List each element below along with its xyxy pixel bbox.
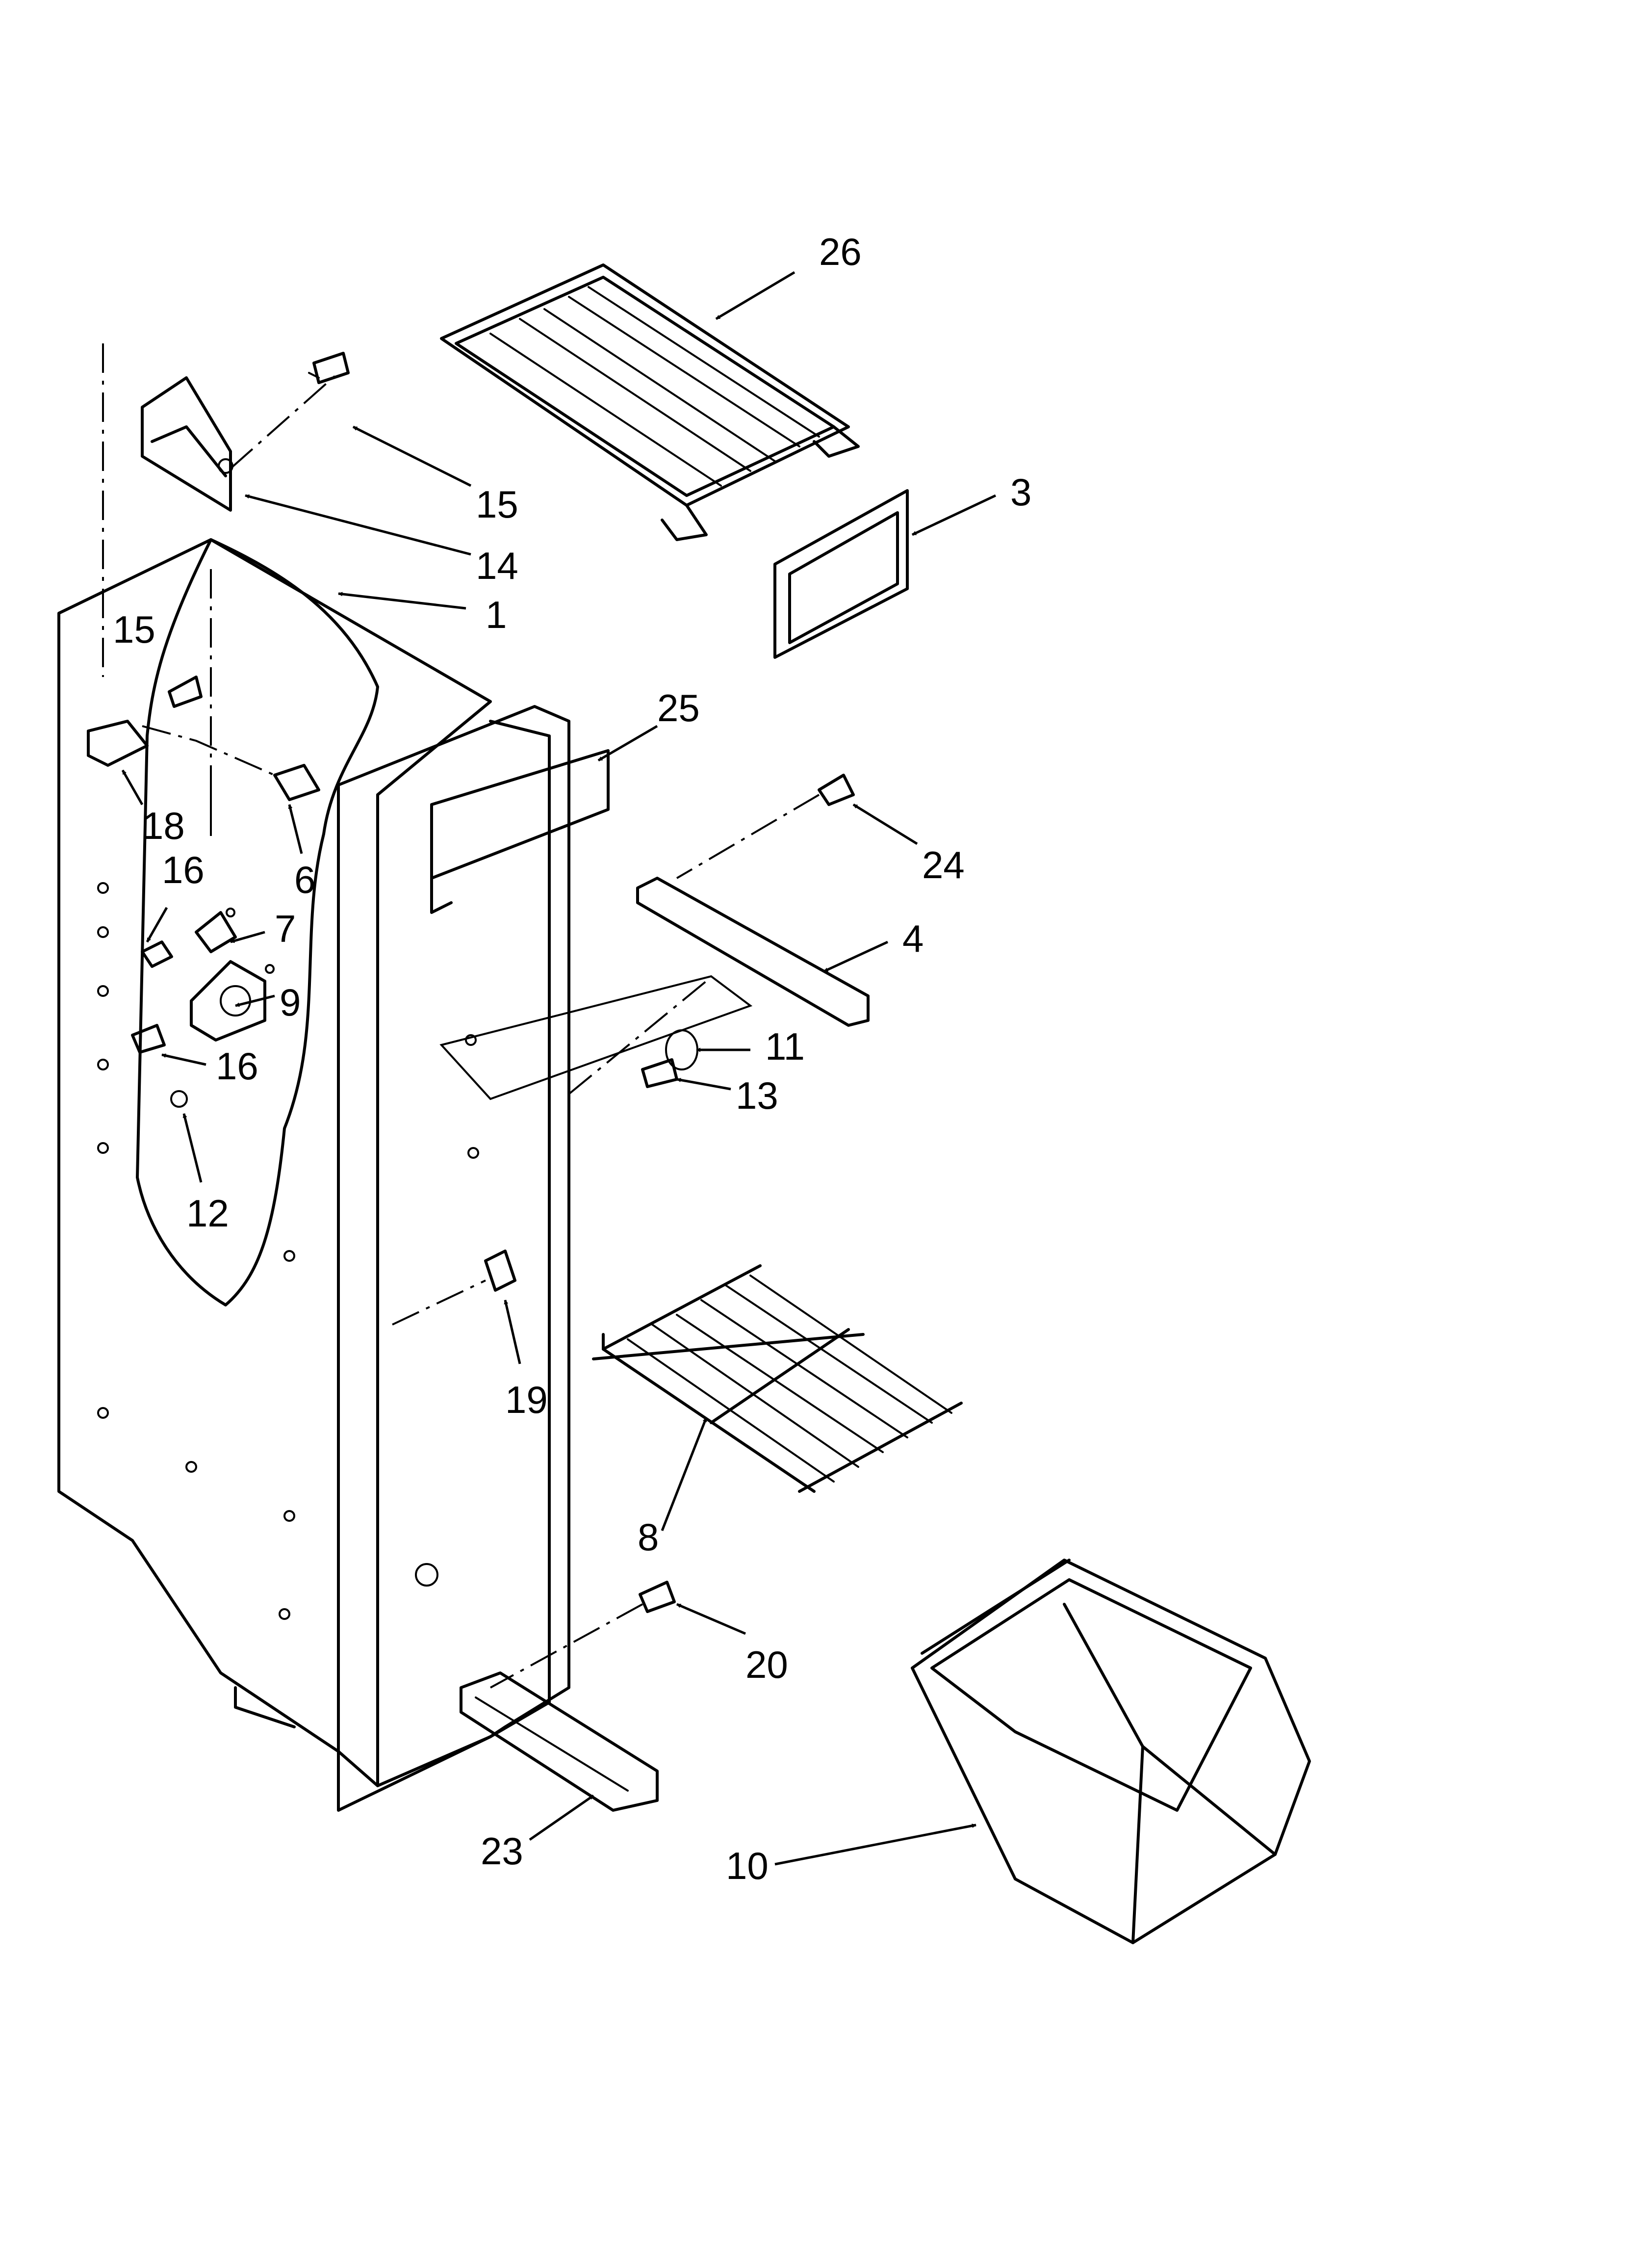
callout-26: 26 [819, 230, 862, 273]
screw-13 [641, 1058, 678, 1088]
leader-lines [121, 271, 997, 1866]
screw-15-top [308, 352, 350, 384]
bin-10 [911, 1559, 1311, 1944]
callout-16-upper: 16 [162, 848, 205, 891]
rail-23 [460, 1671, 659, 1812]
callout-18: 18 [142, 804, 185, 847]
freezer-liner [57, 343, 570, 1812]
bracket-18 [87, 720, 149, 767]
upper-shelf-26 [440, 263, 860, 541]
clip-6 [273, 764, 320, 801]
screw-24 [818, 774, 855, 806]
screw-16-lower [131, 1024, 166, 1054]
callout-11: 11 [765, 1025, 805, 1068]
callout-23: 23 [481, 1829, 523, 1873]
part-7 [195, 908, 237, 953]
callout-4: 4 [902, 917, 924, 960]
bin-3 [773, 489, 909, 659]
callout-labels: 26 15 14 1 3 15 25 18 6 24 16 7 4 9 11 1… [113, 230, 1031, 1887]
callout-12: 12 [186, 1192, 229, 1235]
callout-10: 10 [726, 1844, 769, 1887]
callout-8: 8 [638, 1515, 659, 1559]
callout-16-lower: 16 [216, 1044, 258, 1088]
rail-4 [636, 877, 870, 1027]
callout-25: 25 [657, 686, 700, 730]
screw-20 [639, 1581, 676, 1613]
switch-19 [484, 1250, 516, 1292]
callout-7: 7 [275, 907, 296, 950]
callout-24: 24 [922, 843, 965, 886]
spacer-11 [665, 1029, 698, 1070]
screw-15-side [168, 676, 203, 708]
callout-6: 6 [294, 858, 315, 901]
callout-9: 9 [280, 981, 301, 1024]
baffle-25 [430, 749, 610, 914]
callout-3: 3 [1010, 470, 1031, 514]
callout-15-top: 15 [476, 483, 518, 526]
callout-1: 1 [486, 593, 507, 636]
bracket-14 [141, 376, 233, 512]
screw-16-upper [141, 940, 173, 968]
callout-15-side: 15 [113, 608, 155, 651]
callout-13: 13 [736, 1074, 778, 1117]
callout-19: 19 [505, 1378, 548, 1421]
callout-14: 14 [476, 544, 518, 587]
wire-shelf-8 [592, 1264, 963, 1493]
housing-9 [190, 960, 275, 1042]
callout-20: 20 [745, 1643, 788, 1686]
screw-12 [170, 1090, 188, 1108]
